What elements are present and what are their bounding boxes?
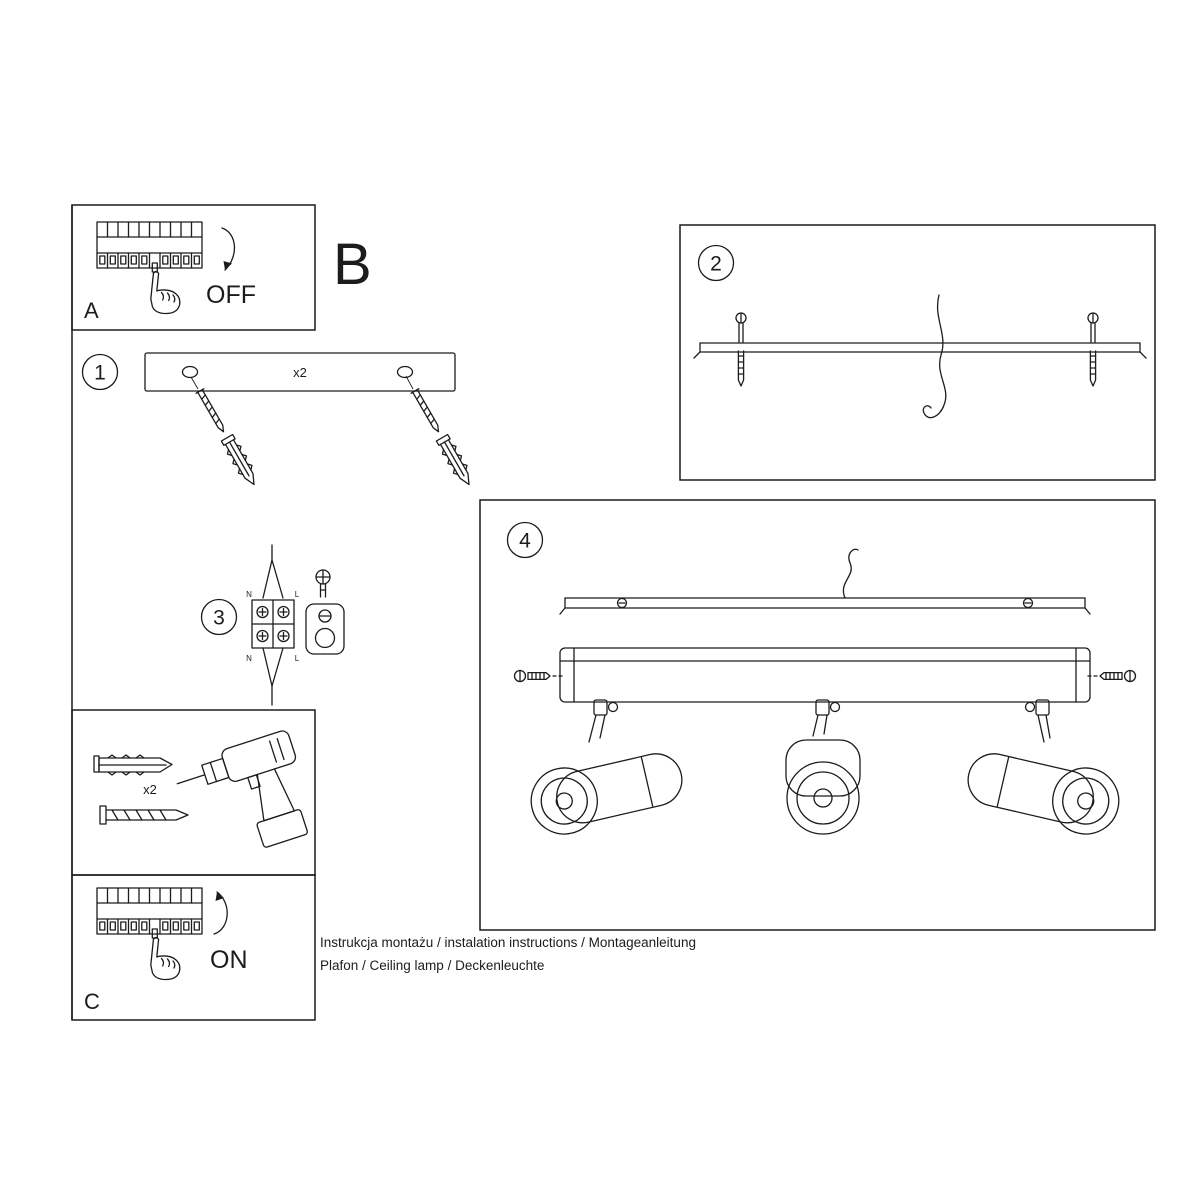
panel-c-border [71, 874, 316, 1021]
terminal-label-l-bottom: L [295, 654, 300, 663]
step-2-number: 2 [710, 253, 722, 276]
power-wire [922, 294, 947, 419]
screw-and-plug-icon [192, 386, 262, 490]
panel-a-label: A [84, 298, 99, 323]
cable-clamp-icon [305, 603, 345, 655]
panel-c-label: C [84, 989, 100, 1014]
panel-a-border [71, 204, 316, 331]
screw-and-plug-icon [407, 386, 477, 490]
off-label: OFF [206, 281, 256, 309]
step-3-number: 3 [213, 607, 225, 630]
step-1-number: 1 [94, 362, 106, 385]
hand-pointing-icon [150, 270, 181, 315]
drill-panel-border [71, 709, 316, 876]
spotlight-middle [785, 699, 861, 835]
mounting-strip: x2 [144, 352, 456, 392]
terminal-block: N L N L [246, 544, 300, 706]
step-2: 2 [679, 224, 1156, 481]
step-2-number-circle [697, 244, 735, 282]
hand-pointing-icon [150, 936, 181, 981]
drill-panel: x2 [71, 709, 316, 876]
screw-axis-line [405, 375, 414, 390]
lamp-housing-bar [559, 647, 1091, 703]
spotlight-right [967, 699, 1120, 835]
switch-on-arrow-icon [213, 891, 228, 935]
terminal-label-l-top: L [295, 590, 300, 599]
step-4: 4 [479, 499, 1156, 931]
breaker-panel-icon [96, 887, 203, 939]
swivel-knob-icon [829, 701, 841, 713]
swivel-knob-icon [607, 701, 619, 713]
terminal-label-n-bottom: N [246, 654, 252, 663]
wall-plug-icon [93, 754, 173, 776]
drill-icon [176, 730, 308, 848]
spotlight-left [530, 699, 683, 835]
swivel-knob-icon [1024, 701, 1036, 713]
step-4-brick-wall [479, 499, 1156, 931]
terminal-label-n-top: N [246, 590, 252, 599]
footer-line-2: Plafon / Ceiling lamp / Deckenleuchte [320, 958, 544, 973]
mounting-bar [559, 597, 1091, 615]
screw-icon [99, 805, 189, 825]
hardware-quantity: x2 [143, 782, 157, 797]
panel-c: ON C [71, 874, 316, 1021]
mounted-screw-head-icon [616, 597, 628, 609]
power-wire [842, 548, 859, 599]
breaker-panel-icon [96, 221, 203, 273]
step-3: 3 N L N L [200, 544, 345, 706]
mounted-screw-head-icon [1022, 597, 1034, 609]
panel-b-label: B [333, 232, 372, 297]
footer-line-1: Instrukcja montażu / instalation instruc… [320, 935, 696, 950]
step-4-number-circle [506, 521, 544, 559]
earth-screw-icon [315, 569, 331, 598]
screw-axis-line [190, 376, 199, 390]
panel-a: OFF A [71, 204, 316, 331]
step-3-number-circle [200, 598, 238, 636]
mounting-bar [693, 342, 1147, 359]
on-label: ON [210, 946, 248, 974]
strip-hole-right [396, 365, 414, 379]
step-1-number-circle [81, 353, 119, 391]
step-4-number: 4 [519, 530, 531, 553]
footer: Instrukcja montażu / instalation instruc… [320, 935, 696, 973]
step-2-brick-wall [679, 224, 1156, 481]
switch-off-arrow-icon [221, 227, 236, 271]
step-1-quantity: x2 [293, 365, 307, 380]
step-1: 1 x2 [81, 352, 477, 490]
strip-hole-left [181, 365, 199, 379]
